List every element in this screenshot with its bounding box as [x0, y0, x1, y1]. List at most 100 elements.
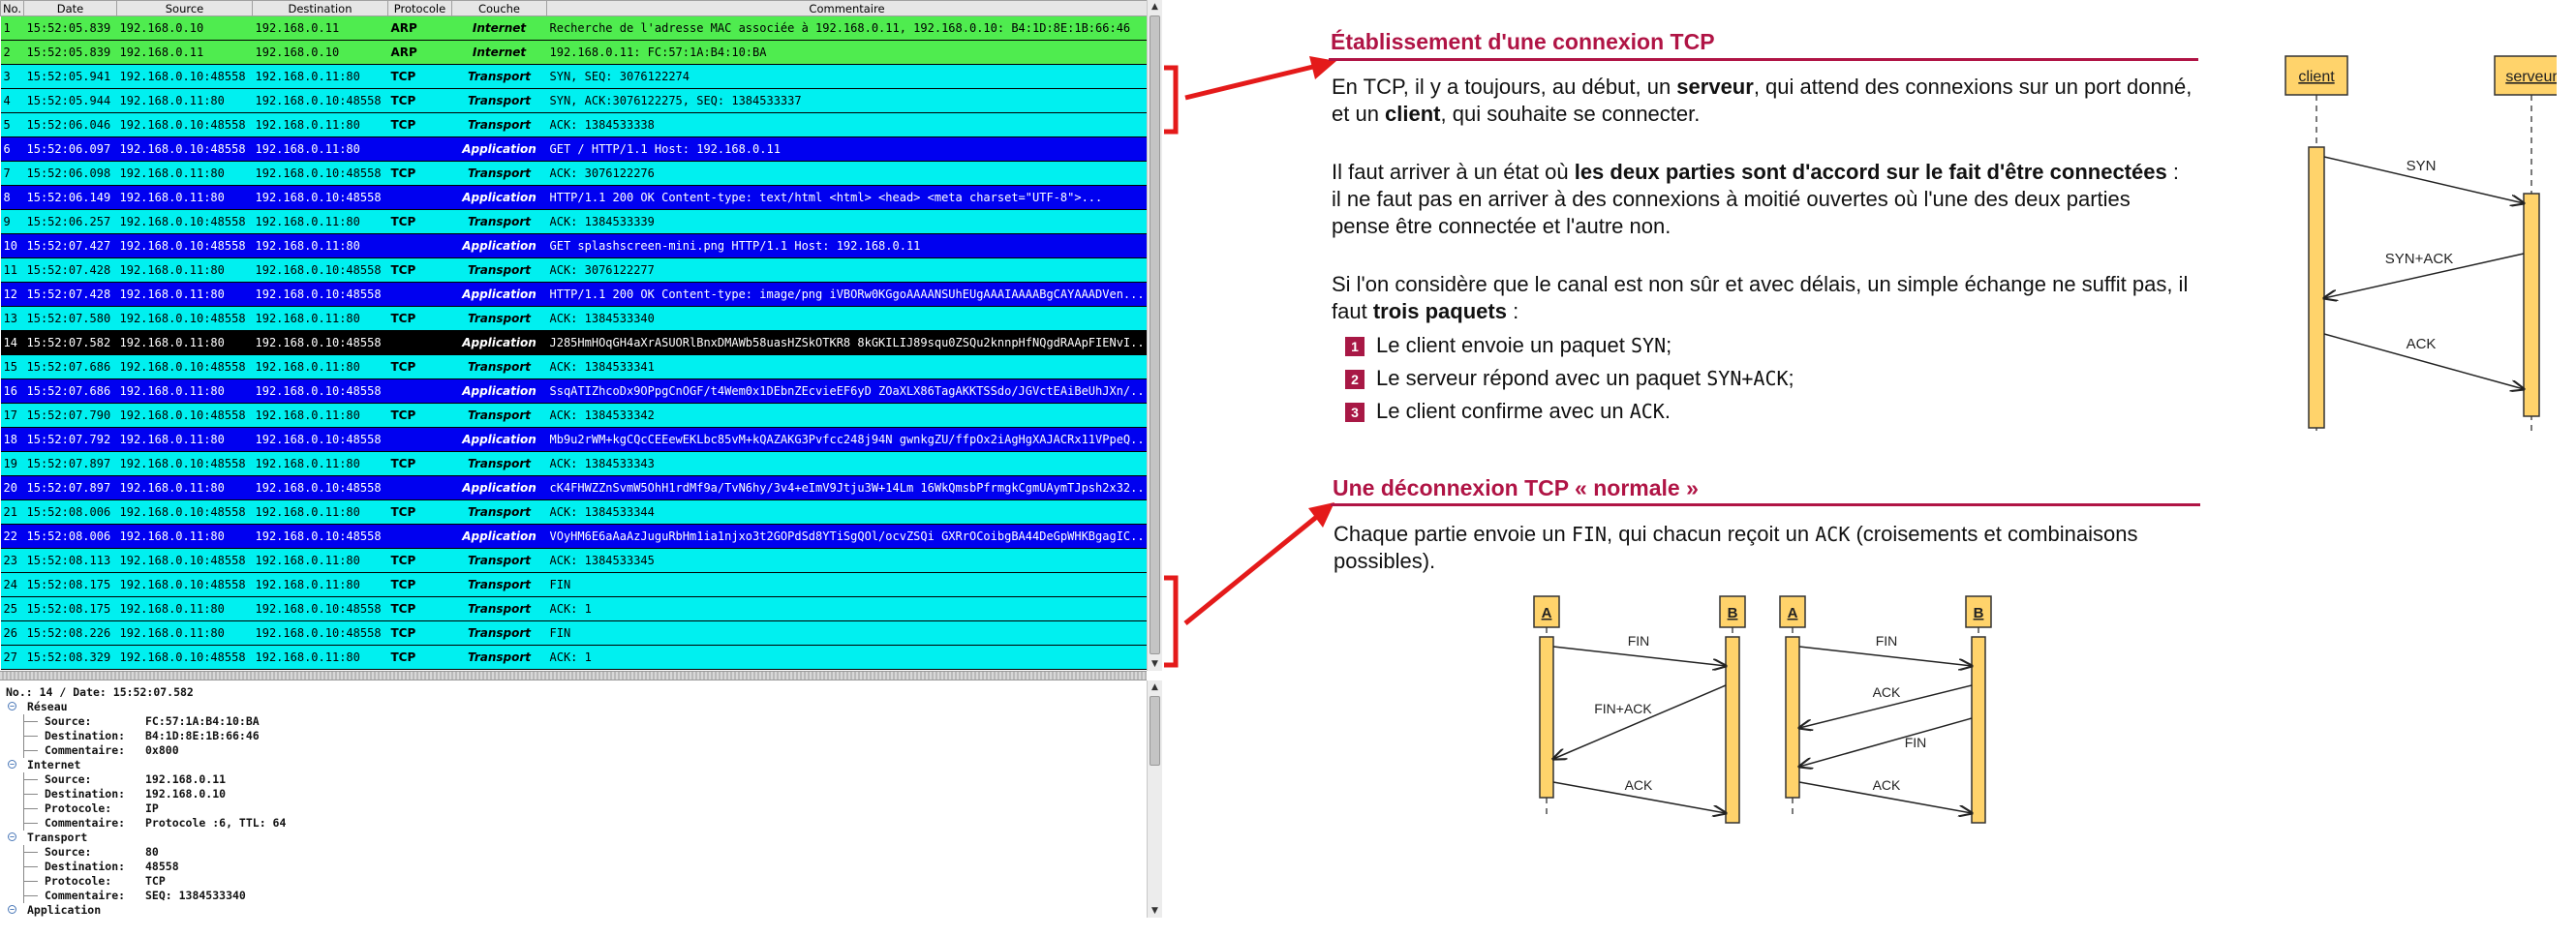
column-header-layer[interactable]: Couche — [451, 0, 547, 16]
lifeline-b-label: B — [1974, 605, 1984, 621]
packet-source: 192.168.0.11:80 — [116, 475, 253, 500]
packet-layer: Internet — [451, 15, 547, 41]
column-header-no[interactable]: No. — [0, 0, 24, 16]
detail-group[interactable]: −Internet — [6, 758, 1147, 772]
packet-list[interactable]: No. Date Source Destination Protocole Co… — [0, 0, 1147, 671]
packet-source: 192.168.0.11:80 — [116, 596, 253, 621]
scroll-down-arrow-icon[interactable]: ▼ — [1151, 659, 1158, 669]
code-ack: ACK — [1815, 523, 1851, 546]
tree-connector — [23, 772, 41, 787]
step-number-badge: 2 — [1345, 370, 1365, 389]
scrollbar-thumb[interactable] — [1150, 15, 1160, 654]
packet-number: 13 — [0, 306, 24, 331]
packet-protocol: TCP — [387, 306, 452, 331]
packet-destination: 192.168.0.10:48558 — [252, 88, 388, 113]
column-header-source[interactable]: Source — [116, 0, 253, 16]
packet-date: 15:52:07.792 — [23, 427, 117, 452]
scroll-up-arrow-icon[interactable]: ▲ — [1151, 2, 1158, 12]
scroll-down-arrow-icon[interactable]: ▼ — [1151, 906, 1158, 916]
packet-number: 27 — [0, 645, 24, 670]
packet-number: 23 — [0, 548, 24, 573]
packet-destination: 192.168.0.10:48558 — [252, 161, 388, 186]
packet-date: 15:52:08.113 — [23, 548, 117, 573]
collapse-toggle-icon[interactable]: − — [8, 905, 16, 914]
scrollbar-thumb[interactable] — [1150, 696, 1160, 766]
packet-comment: ACK: 1384533344 — [546, 499, 1147, 525]
packet-date: 15:52:08.226 — [23, 620, 117, 646]
detail-field-key: Source: — [45, 772, 92, 786]
packet-date: 15:52:07.686 — [23, 354, 117, 379]
fin-label: FIN — [1905, 735, 1927, 750]
collapse-toggle-icon[interactable]: − — [8, 702, 16, 710]
packet-number: 1 — [0, 15, 24, 41]
packet-protocol: TCP — [387, 596, 452, 621]
detail-field-value: 192.168.0.10 — [145, 787, 227, 801]
connection-paragraph-2: Il faut arriver à un état où les deux pa… — [1332, 159, 2193, 240]
text-run: En TCP, il y a toujours, au début, un — [1332, 75, 1677, 99]
packet-layer: Transport — [451, 64, 547, 89]
packet-protocol: TCP — [387, 645, 452, 670]
packet-source: 192.168.0.10:48558 — [116, 64, 253, 89]
packet-number: 6 — [0, 136, 24, 162]
syn-label: SYN — [2407, 158, 2437, 174]
packet-comment: ACK: 1384533345 — [546, 548, 1147, 573]
packet-comment: Recherche de l'adresse MAC associée à 19… — [546, 15, 1147, 41]
scroll-up-arrow-icon[interactable]: ▲ — [1151, 682, 1158, 692]
detail-field: Commentaire:Protocole :6, TTL: 64 — [6, 816, 1147, 831]
column-header-protocol[interactable]: Protocole — [387, 0, 452, 16]
packet-date: 15:52:07.897 — [23, 475, 117, 500]
packet-destination: 192.168.0.10:48558 — [252, 282, 388, 307]
column-header-date[interactable]: Date — [23, 0, 117, 16]
column-header-destination[interactable]: Destination — [252, 0, 388, 16]
packet-list-scrollbar[interactable]: ▲ ▼ — [1147, 0, 1162, 671]
pane-splitter[interactable] — [0, 671, 1147, 680]
packet-detail-scrollbar[interactable]: ▲ ▼ — [1147, 680, 1162, 918]
lifeline-b: B — [1719, 595, 1746, 824]
detail-field-key: Source: — [45, 845, 92, 859]
packet-table-header: No. Date Source Destination Protocole Co… — [0, 0, 1147, 16]
collapse-toggle-icon[interactable]: − — [8, 832, 16, 841]
detail-group[interactable]: −Réseau — [6, 700, 1147, 714]
packet-source: 192.168.0.11:80 — [116, 427, 253, 452]
packet-number: 24 — [0, 572, 24, 597]
packet-date: 15:52:06.149 — [23, 185, 117, 210]
detail-group[interactable]: −Application — [6, 903, 1147, 918]
collapse-toggle-icon[interactable]: − — [8, 760, 16, 769]
column-header-comment[interactable]: Commentaire — [546, 0, 1147, 16]
packet-protocol: TCP — [387, 403, 452, 428]
packet-protocol — [387, 475, 452, 500]
packet-comment: J285HmHOqGH4aXrASUORlBnxDMAWb58uasHZSkOT… — [546, 330, 1147, 355]
packet-date: 15:52:06.257 — [23, 209, 117, 234]
detail-group[interactable]: −Transport — [6, 831, 1147, 845]
fin-message-return: FIN — [1799, 717, 1973, 767]
detail-field: Protocole:TCP — [6, 874, 1147, 889]
ack-message: ACK — [2323, 333, 2524, 389]
